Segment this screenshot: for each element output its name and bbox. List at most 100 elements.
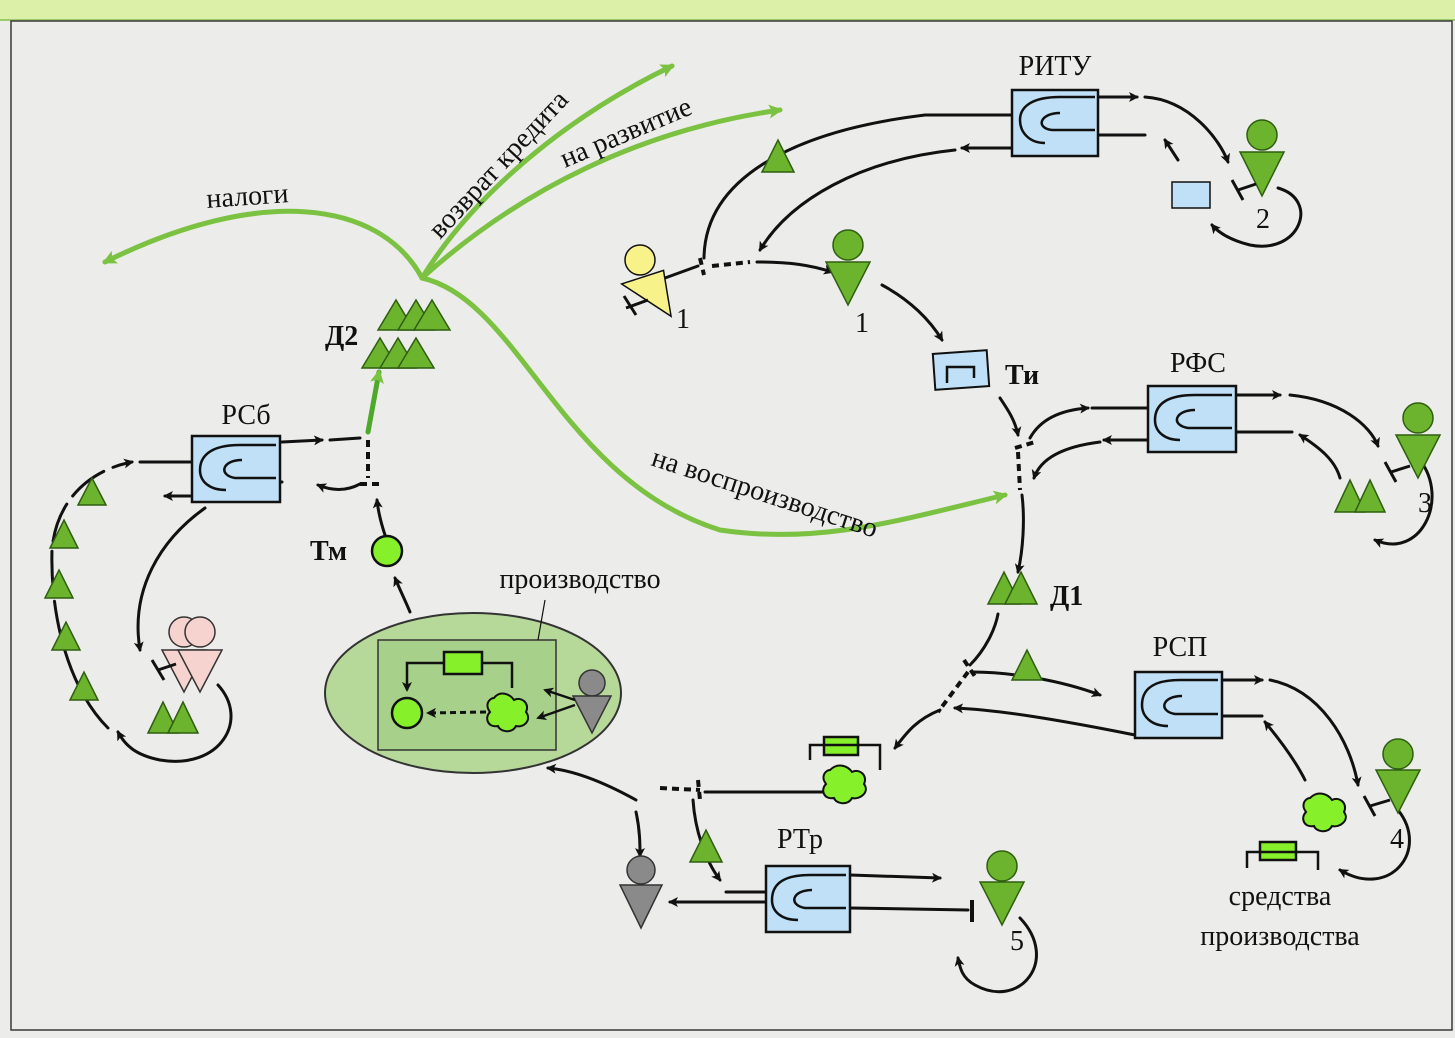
market-box-ritu-curve: [1018, 95, 1095, 145]
market-rfs: РФС: [1146, 348, 1238, 454]
split-marker-rsb: [360, 440, 382, 486]
label-means-line2: производства: [1200, 921, 1360, 952]
market-box-rfs: [1146, 384, 1238, 454]
arrow-to-agent3: [1288, 393, 1380, 448]
arrow-rsb-out: [280, 435, 324, 446]
arrow-tri3-to-rfs: [1298, 433, 1342, 480]
arrow-to-rfs: [1028, 403, 1090, 440]
flow-development: [419, 104, 783, 281]
agent-consumer-1-green: 1: [824, 229, 872, 339]
flow-to-d2: [365, 369, 384, 435]
label-means-line1: средства: [1229, 881, 1332, 912]
arrow-to-pink-agent: [133, 506, 207, 652]
production-worker-head: [578, 669, 606, 697]
ti-symbol: Ти: [931, 349, 1039, 391]
agent-pink-rsb: [150, 616, 224, 694]
production-worker-arrow-2: [536, 703, 576, 721]
triangle-chain-1: [76, 476, 108, 506]
arrow-ti-down: [998, 396, 1022, 437]
triangle-money-rfs-b: [1353, 478, 1387, 513]
split-marker-rtr: [659, 779, 702, 801]
loop-agent4: [1338, 808, 1411, 881]
label-agent-2: 2: [1256, 204, 1270, 235]
tm-circle: [370, 534, 404, 568]
arrow-to-gray-agent: [634, 810, 645, 858]
label-rfs: РФС: [1170, 348, 1226, 379]
production-resource-blob: [486, 692, 530, 733]
split-markers: [360, 257, 1036, 801]
label-taxes: налоги: [205, 178, 289, 215]
loop-agent3: [1373, 458, 1434, 548]
market-rsb: РСб: [190, 400, 282, 504]
production-equipment: [442, 650, 484, 676]
arrow-rtr-low: [848, 906, 970, 912]
flow-taxes: [102, 208, 425, 281]
triangle-d1-b: [1003, 570, 1039, 605]
production-block: производство: [324, 564, 661, 774]
loop-agent2: [1210, 186, 1303, 248]
arrow-to-agent1g: [755, 260, 834, 275]
production-output-circle: [390, 696, 424, 730]
arrow-agent1y-out: [663, 264, 700, 280]
market-box-rfs-curve: [1153, 393, 1232, 442]
market-box-rtr: [764, 864, 852, 934]
label-agent-1b: 1: [855, 308, 869, 339]
arrow-back-to-split: [758, 148, 957, 252]
arrow-prod-to-tm: [393, 576, 412, 614]
label-rsb: РСб: [221, 400, 270, 431]
label-production: производство: [499, 564, 660, 595]
label-rtr: РТр: [777, 824, 823, 855]
frame-border: [10, 20, 1453, 1031]
triangle-money-rsp: [1010, 648, 1044, 681]
split-marker-d1: [936, 658, 978, 714]
label-rsp: РСП: [1153, 632, 1208, 663]
money-triangles: [43, 138, 1387, 863]
arrow-to-rsb-back: [316, 482, 362, 493]
information-square: [1171, 181, 1211, 209]
arrow-tm-up: [372, 498, 387, 537]
agent-consumer-3: 3: [1383, 402, 1442, 519]
market-ritu: РИТУ: [1010, 51, 1100, 158]
arrow-rfs-back-b: [1031, 440, 1102, 480]
agent-consumer-4: 4: [1362, 738, 1422, 855]
arrow-rsb-out-b: [328, 436, 362, 442]
arrow-blob-to-rsp: [1263, 720, 1307, 782]
market-rsp: РСП: [1133, 632, 1224, 740]
agent-consumer-5: 5: [970, 850, 1026, 957]
loop-agent5: [954, 916, 1038, 994]
flow-reproduction: [419, 275, 1008, 538]
production-line-right: [482, 661, 514, 688]
arrow-to-means: [893, 708, 942, 750]
ti-box-icon: [945, 365, 976, 383]
triangle-money-ritu: [760, 138, 796, 173]
label-d2: Д2: [325, 321, 358, 352]
agent-consumer-2: 2: [1230, 119, 1286, 235]
arrow-to-agent2: [1143, 95, 1230, 164]
market-box-ritu: [1010, 88, 1100, 158]
ti-box: [931, 349, 991, 391]
production-worker-arrow-1: [543, 687, 576, 702]
agent-consumer-1-yellow: 1: [619, 244, 690, 335]
market-box-rsb: [190, 434, 282, 504]
triangle-money-rfs-a: [1333, 478, 1367, 513]
arrow-rtr-out: [848, 872, 942, 883]
split-marker-ti: [1014, 440, 1036, 491]
triangle-rsb-b: [166, 700, 200, 734]
arrow-to-ti: [880, 283, 944, 342]
label-ti: Ти: [1005, 360, 1039, 391]
arrow-to-d1: [1014, 493, 1025, 574]
triangle-chain-2: [48, 518, 80, 549]
arrow-to-agent4: [1268, 678, 1362, 787]
tm-symbol: Тм: [310, 534, 404, 568]
production-line-left: [402, 661, 444, 692]
label-agent-3: 3: [1418, 488, 1432, 519]
label-agent-1a: 1: [676, 304, 690, 335]
flow-loan-return: [419, 63, 675, 281]
means-symbol-agent4: средства производства: [1200, 792, 1360, 952]
triangle-rsb-a: [146, 700, 180, 734]
label-agent-5: 5: [1010, 926, 1024, 957]
means-symbol-rsp: [808, 735, 882, 805]
production-label-leader: [537, 599, 546, 641]
